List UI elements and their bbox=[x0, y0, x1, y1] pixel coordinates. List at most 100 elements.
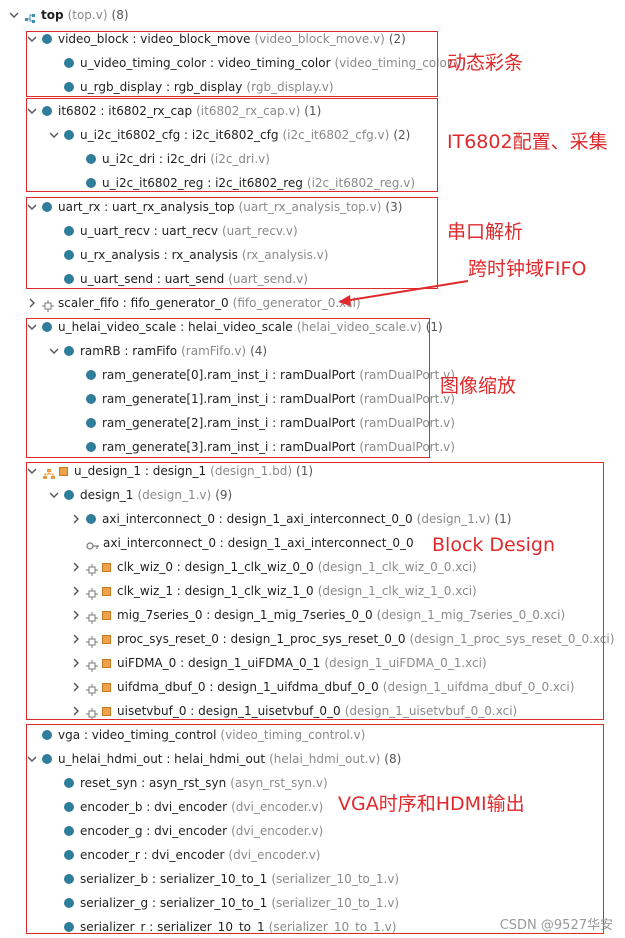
tree-node-ram3[interactable]: ram_generate[3].ram_inst_i : ramDualPort… bbox=[70, 436, 455, 458]
node-file: (ramFifo.v) bbox=[181, 344, 247, 358]
tree-node-axi_ic_b[interactable]: axi_interconnect_0 : design_1_axi_interc… bbox=[70, 532, 414, 554]
chevron-down-icon[interactable] bbox=[26, 465, 38, 477]
tree-node-u_uart_recv[interactable]: u_uart_recv : uart_recv(uart_recv.v) bbox=[48, 220, 298, 242]
node-name: top bbox=[41, 8, 64, 22]
module-icon bbox=[64, 802, 74, 812]
tree-node-top[interactable]: top(top.v)(8) bbox=[8, 4, 129, 26]
box-uart bbox=[26, 197, 438, 289]
ip-block-icon bbox=[102, 658, 111, 668]
module-icon bbox=[64, 490, 74, 500]
tree-node-video_block[interactable]: video_block : video_block_move(video_blo… bbox=[26, 28, 406, 50]
tree-node-u_helai_video_scale[interactable]: u_helai_video_scale : helai_video_scale(… bbox=[26, 316, 443, 338]
tree-node-scaler_fifo[interactable]: scaler_fifo : fifo_generator_0(fifo_gene… bbox=[26, 292, 361, 314]
node-name: serializer_b : serializer_10_to_1 bbox=[80, 872, 268, 886]
chevron-down-icon[interactable] bbox=[8, 9, 20, 21]
tree-node-encoder_g[interactable]: encoder_g : dvi_encoder(dvi_encoder.v) bbox=[48, 820, 323, 842]
tree-node-axi_ic_a[interactable]: axi_interconnect_0 : design_1_axi_interc… bbox=[70, 508, 511, 530]
chevron-down-icon[interactable] bbox=[26, 105, 38, 117]
module-icon bbox=[86, 418, 96, 428]
chevron-right-icon[interactable] bbox=[70, 657, 82, 669]
node-file: (serializer_10_to_1.v) bbox=[271, 872, 400, 886]
node-file: (i2c_it6802_reg.v) bbox=[306, 176, 415, 190]
node-name: u_helai_hdmi_out : helai_hdmi_out bbox=[58, 752, 266, 766]
tree-node-design_1[interactable]: design_1(design_1.v)(9) bbox=[48, 484, 232, 506]
tree-node-psr[interactable]: proc_sys_reset_0 : design_1_proc_sys_res… bbox=[70, 628, 614, 650]
tree-node-vga[interactable]: vga : video_timing_control(video_timing_… bbox=[26, 724, 365, 746]
tree-node-serializer_b[interactable]: serializer_b : serializer_10_to_1(serial… bbox=[48, 868, 399, 890]
note-image-scale: 图像缩放 bbox=[440, 375, 517, 397]
chevron-right-icon[interactable] bbox=[70, 681, 82, 693]
module-icon bbox=[64, 58, 74, 68]
tree-node-mig[interactable]: mig_7series_0 : design_1_mig_7series_0_0… bbox=[70, 604, 565, 626]
chevron-right-icon[interactable] bbox=[70, 705, 82, 717]
tree-node-uifdma[interactable]: uiFDMA_0 : design_1_uiFDMA_0_1(design_1_… bbox=[70, 652, 487, 674]
node-name: encoder_g : dvi_encoder bbox=[80, 824, 228, 838]
node-name: clk_wiz_0 : design_1_clk_wiz_0_0 bbox=[117, 560, 314, 574]
tree-node-ram0[interactable]: ram_generate[0].ram_inst_i : ramDualPort… bbox=[70, 364, 455, 386]
node-file: (video_timing_control.v) bbox=[220, 728, 366, 742]
node-file: (uart_send.v) bbox=[228, 272, 308, 286]
node-file: (design_1.v) bbox=[416, 512, 491, 526]
node-file: (design_1_uiFDMA_0_1.xci) bbox=[324, 656, 487, 670]
chevron-right-icon[interactable] bbox=[70, 585, 82, 597]
node-name: ram_generate[0].ram_inst_i : ramDualPort bbox=[102, 368, 356, 382]
tree-node-ram1[interactable]: ram_generate[1].ram_inst_i : ramDualPort… bbox=[70, 388, 455, 410]
tree-node-u_i2c_it6802_cfg[interactable]: u_i2c_it6802_cfg : i2c_it6802_cfg(i2c_it… bbox=[48, 124, 410, 146]
chevron-down-icon[interactable] bbox=[26, 753, 38, 765]
chevron-right-icon[interactable] bbox=[70, 633, 82, 645]
tree-node-encoder_r[interactable]: encoder_r : dvi_encoder(dvi_encoder.v) bbox=[48, 844, 320, 866]
node-name: u_design_1 : design_1 bbox=[74, 464, 207, 478]
chevron-right-icon[interactable] bbox=[70, 513, 82, 525]
ip-block-icon bbox=[102, 706, 111, 716]
module-icon bbox=[86, 394, 96, 404]
chevron-down-icon[interactable] bbox=[26, 201, 38, 213]
tree-node-reset_syn[interactable]: reset_syn : asyn_rst_syn(asyn_rst_syn.v) bbox=[48, 772, 328, 794]
tree-node-u_i2c_dri[interactable]: u_i2c_dri : i2c_dri(i2c_dri.v) bbox=[70, 148, 270, 170]
tree-node-serializer_r[interactable]: serializer_r : serializer_10_to_1(serial… bbox=[48, 916, 396, 938]
tree-node-u_design_1[interactable]: u_design_1 : design_1(design_1.bd)(1) bbox=[26, 460, 313, 482]
module-icon bbox=[64, 226, 74, 236]
tree-node-u_helai_hdmi_out[interactable]: u_helai_hdmi_out : helai_hdmi_out(helai_… bbox=[26, 748, 401, 770]
chevron-down-icon[interactable] bbox=[48, 345, 60, 357]
note-cross-clock-fifo: 跨时钟域FIFO bbox=[468, 258, 587, 280]
node-file: (top.v) bbox=[67, 8, 108, 22]
note-dynamic-color-bar: 动态彩条 bbox=[447, 52, 524, 74]
tree-node-u_uart_send[interactable]: u_uart_send : uart_send(uart_send.v) bbox=[48, 268, 308, 290]
tree-node-encoder_b[interactable]: encoder_b : dvi_encoder(dvi_encoder.v) bbox=[48, 796, 323, 818]
module-icon bbox=[64, 274, 74, 284]
tree-node-u_rx_analysis[interactable]: u_rx_analysis : rx_analysis(rx_analysis.… bbox=[48, 244, 328, 266]
tree-node-ram2[interactable]: ram_generate[2].ram_inst_i : ramDualPort… bbox=[70, 412, 455, 434]
node-count: (8) bbox=[111, 8, 129, 22]
node-count: (9) bbox=[215, 488, 233, 502]
chevron-down-icon[interactable] bbox=[26, 33, 38, 45]
node-file: (i2c_dri.v) bbox=[210, 152, 270, 166]
chevron-down-icon[interactable] bbox=[26, 321, 38, 333]
node-name: axi_interconnect_0 : design_1_axi_interc… bbox=[102, 512, 413, 526]
tree-node-clk_wiz_0[interactable]: clk_wiz_0 : design_1_clk_wiz_0_0(design_… bbox=[70, 556, 477, 578]
chevron-down-icon[interactable] bbox=[48, 129, 60, 141]
chevron-right-icon[interactable] bbox=[70, 609, 82, 621]
tree-node-u_video_timing_color[interactable]: u_video_timing_color : video_timing_colo… bbox=[48, 52, 466, 74]
box-it6802 bbox=[26, 98, 438, 192]
node-name: design_1 bbox=[80, 488, 134, 502]
tree-node-uifdma_dbuf[interactable]: uifdma_dbuf_0 : design_1_uifdma_dbuf_0_0… bbox=[70, 676, 574, 698]
tree-node-u_rgb_display[interactable]: u_rgb_display : rgb_display(rgb_display.… bbox=[48, 76, 334, 98]
module-icon bbox=[64, 826, 74, 836]
node-file: (design_1_proc_sys_reset_0_0.xci) bbox=[409, 632, 615, 646]
tree-node-uart_rx[interactable]: uart_rx : uart_rx_analysis_top(uart_rx_a… bbox=[26, 196, 402, 218]
tree-node-clk_wiz_1[interactable]: clk_wiz_1 : design_1_clk_wiz_1_0(design_… bbox=[70, 580, 477, 602]
chevron-right-icon[interactable] bbox=[70, 561, 82, 573]
chevron-right-icon[interactable] bbox=[26, 297, 38, 309]
note-uart-parse: 串口解析 bbox=[447, 221, 524, 243]
tree-node-ramRB[interactable]: ramRB : ramFifo(ramFifo.v)(4) bbox=[48, 340, 267, 362]
node-name: u_video_timing_color : video_timing_colo… bbox=[80, 56, 331, 70]
tree-node-it6802[interactable]: it6802 : it6802_rx_cap(it6802_rx_cap.v)(… bbox=[26, 100, 321, 122]
module-icon bbox=[64, 874, 74, 884]
chevron-down-icon[interactable] bbox=[48, 489, 60, 501]
module-icon bbox=[64, 922, 74, 932]
node-file: (video_block_move.v) bbox=[254, 32, 385, 46]
note-block-design: Block Design bbox=[432, 534, 556, 556]
tree-node-serializer_g[interactable]: serializer_g : serializer_10_to_1(serial… bbox=[48, 892, 399, 914]
node-count: (1) bbox=[296, 464, 314, 478]
tree-node-u_i2c_it6802_reg[interactable]: u_i2c_it6802_reg : i2c_it6802_reg(i2c_it… bbox=[70, 172, 415, 194]
